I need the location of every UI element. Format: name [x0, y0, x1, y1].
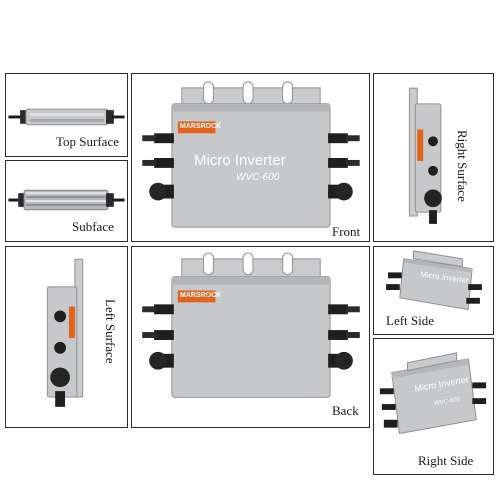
panel-back: MARSROCK Back — [131, 246, 370, 428]
right-side-caption: Right Side — [418, 453, 474, 468]
top-surface-image — [8, 108, 125, 126]
left-side-image — [386, 250, 482, 311]
right-surface-image — [408, 87, 442, 224]
panel-left-side: Micro Inverter Left Side — [373, 246, 494, 335]
panel-right-side: Micro Inverter WVC-600 Right Side — [373, 338, 494, 475]
front-caption: Front — [332, 224, 361, 239]
left-surface-image — [46, 258, 84, 407]
subface-caption: Subface — [72, 219, 114, 234]
front-model: WVC-600 — [236, 172, 280, 183]
left-side-caption: Left Side — [386, 313, 435, 328]
back-caption: Back — [332, 403, 359, 418]
right-side-image — [379, 352, 487, 435]
panel-left-surface: Left Surface — [5, 246, 128, 428]
panel-subface: Subface — [5, 160, 128, 242]
front-device-name: Micro Inverter — [194, 152, 286, 169]
subface-image — [8, 189, 125, 211]
left-surface-caption: Left Surface — [103, 299, 118, 364]
panel-right-surface: Right Surface — [373, 73, 494, 242]
front-image — [142, 81, 360, 228]
back-image — [142, 252, 360, 398]
front-brand: MARSROCK — [180, 123, 222, 130]
right-surface-caption: Right Surface — [455, 130, 470, 202]
back-brand: MARSROCK — [180, 292, 222, 299]
top-surface-caption: Top Surface — [56, 134, 119, 149]
panel-top-surface: Top Surface — [5, 73, 128, 157]
panel-front: MARSROCK Micro Inverter WVC-600 Front — [131, 73, 370, 242]
